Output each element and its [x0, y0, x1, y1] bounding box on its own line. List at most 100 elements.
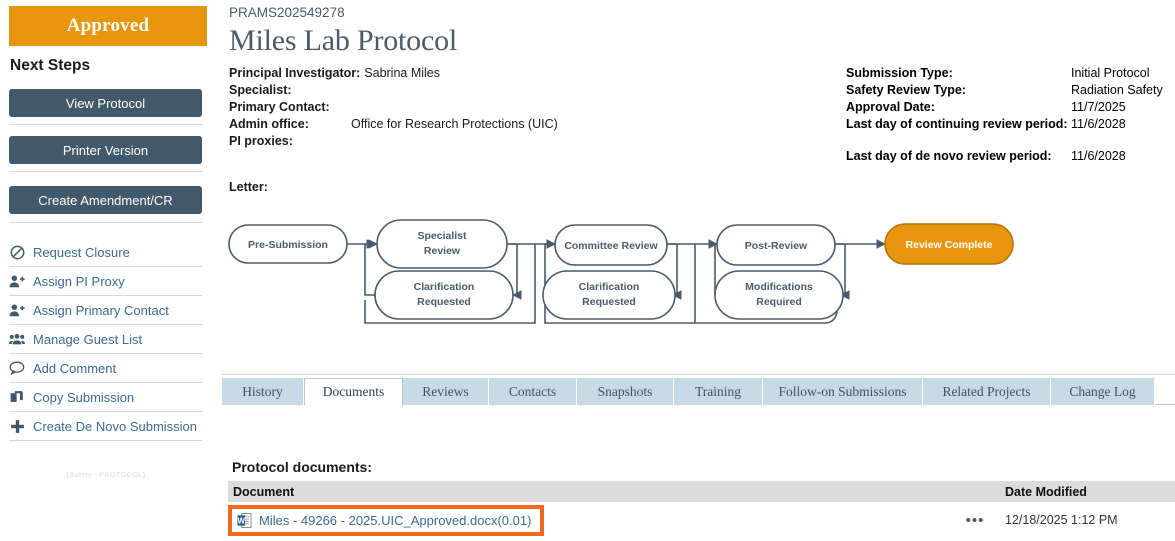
workflow-node-label: Specialist — [417, 230, 467, 242]
workflow-node-label: Clarification — [414, 281, 475, 293]
tab-follow-on-submissions[interactable]: Follow-on Submissions — [763, 378, 923, 405]
divider — [9, 124, 202, 125]
meta-left-block: Principal Investigator: Sabrina Miles Sp… — [229, 66, 558, 151]
tab-related-projects[interactable]: Related Projects — [923, 378, 1051, 405]
meta-row-admin-office: Admin office: Office for Research Protec… — [229, 117, 558, 134]
sidebar-action-manage-guest-list[interactable]: Manage Guest List — [9, 325, 202, 354]
workflow-node-pre-submission — [228, 224, 348, 264]
divider — [9, 222, 202, 223]
letter-label: Letter: — [229, 180, 268, 194]
sidebar-action-label: Request Closure — [33, 244, 130, 260]
meta-label: PI proxies: — [229, 134, 293, 148]
cell-date-modified: 12/18/2025 1:12 PM — [1005, 513, 1118, 527]
document-highlight-box: W Miles - 49266 - 2025.UIC_Approved.docx… — [228, 504, 545, 536]
next-steps-heading: Next Steps — [10, 57, 91, 74]
sidebar-action-assign-primary-contact[interactable]: Assign Primary Contact — [9, 296, 202, 325]
meta-label: Submission Type: — [846, 66, 953, 80]
tab-history[interactable]: History — [222, 378, 304, 405]
sidebar-action-label: Assign PI Proxy — [33, 273, 125, 289]
meta-value: Office for Research Protections (UIC) — [351, 117, 558, 131]
divider — [9, 171, 202, 172]
workflow-node-label: Modifications — [745, 281, 813, 293]
user-add-icon — [9, 302, 25, 318]
sidebar-action-label: Create De Novo Submission — [33, 418, 198, 434]
meta-right-block: Submission Type: Initial Protocol Safety… — [846, 66, 1163, 166]
workflow-node-label: Review — [424, 245, 461, 257]
comment-bubble-icon — [9, 360, 25, 376]
column-header-date-modified: Date Modified — [1005, 484, 1087, 499]
meta-label: Principal Investigator: — [229, 66, 361, 80]
meta-value: Initial Protocol — [1071, 66, 1150, 80]
workflow-node-clarification-requested-1 — [374, 270, 514, 320]
meta-row-safety-review-type: Safety Review Type: Radiation Safety — [846, 83, 1163, 100]
submission-id: PRAMS202549278 — [229, 5, 345, 20]
sidebar-action-assign-pi-proxy[interactable]: Assign PI Proxy — [9, 267, 202, 296]
meta-row-submission-type: Submission Type: Initial Protocol — [846, 66, 1163, 83]
sidebar-action-request-closure[interactable]: Request Closure — [9, 238, 202, 267]
meta-label: Primary Contact: — [229, 100, 330, 114]
documents-heading: Protocol documents: — [232, 459, 373, 475]
workflow-node-review-complete — [884, 223, 1014, 265]
status-badge: Approved — [9, 6, 207, 46]
sidebar-action-create-de-novo-submission[interactable]: Create De Novo Submission — [9, 412, 202, 441]
meta-value: 11/6/2028 — [1071, 117, 1126, 131]
tab-documents[interactable]: Documents — [304, 378, 403, 405]
tab-training[interactable]: Training — [674, 378, 763, 405]
tabstrip-top-rule — [222, 374, 1175, 378]
tab-contacts[interactable]: Contacts — [489, 378, 577, 405]
sidebar-action-label: Copy Submission — [33, 389, 135, 405]
workflow-node-post-review — [716, 224, 836, 266]
workflow-node-label: Requested — [582, 296, 636, 308]
table-header-row: Document Date Modified — [228, 481, 1175, 502]
page-title: Miles Lab Protocol — [229, 24, 458, 57]
workflow-node-committee-review — [554, 224, 668, 266]
document-link[interactable]: Miles - 49266 - 2025.UIC_Approved.docx(0… — [259, 512, 532, 528]
word-document-icon: W — [237, 512, 252, 529]
sidebar-action-label: Add Comment — [33, 360, 117, 376]
meta-value: 11/6/2028 — [1071, 149, 1126, 163]
workflow-node-specialist-review — [376, 219, 508, 269]
meta-row-specialist: Specialist: — [229, 83, 558, 100]
column-header-document: Document — [233, 484, 295, 499]
create-amendment-cr-button[interactable]: Create Amendment/CR — [9, 186, 202, 214]
meta-label: Last day of de novo review period: — [846, 149, 1052, 163]
tab-snapshots[interactable]: Snapshots — [577, 378, 674, 405]
meta-value: Radiation Safety — [1071, 83, 1163, 97]
sidebar-action-add-comment[interactable]: Add Comment — [9, 354, 202, 383]
tab-change-log[interactable]: Change Log — [1051, 378, 1155, 405]
meta-value: 11/7/2025 — [1071, 100, 1126, 114]
workflow-node-label: Required — [756, 296, 802, 308]
workflow-node-label: Clarification — [579, 281, 640, 293]
sidebar-action-label: Manage Guest List — [33, 331, 143, 347]
meta-label: Safety Review Type: — [846, 83, 966, 97]
meta-label: Approval Date: — [846, 100, 935, 114]
plus-icon — [9, 418, 25, 434]
meta-row-de-novo-review-period: Last day of de novo review period: 11/6/… — [846, 149, 1163, 166]
cell-document: W Miles - 49266 - 2025.UIC_Approved.docx… — [228, 504, 945, 536]
left-sidebar: Approved Next Steps View Protocol Printe… — [0, 0, 212, 541]
tab-reviews[interactable]: Reviews — [403, 378, 489, 405]
workflow-node-label: Post-Review — [745, 240, 808, 252]
meta-label: Last day of continuing review period: — [846, 117, 1068, 131]
no-entry-icon — [9, 244, 25, 260]
view-protocol-button[interactable]: View Protocol — [9, 89, 202, 117]
svg-text:W: W — [237, 516, 245, 525]
meta-row-pi-proxies: PI proxies: — [229, 134, 558, 151]
copy-icon — [9, 389, 25, 405]
meta-row-primary-contact: Primary Contact: — [229, 100, 558, 117]
meta-label: Specialist: — [229, 83, 292, 97]
tabstrip: History Documents Reviews Contacts Snaps… — [222, 378, 1175, 405]
workflow-node-label: Pre-Submission — [248, 239, 328, 251]
printer-version-button[interactable]: Printer Version — [9, 136, 202, 164]
sidebar-action-copy-submission[interactable]: Copy Submission — [9, 383, 202, 412]
table-row: W Miles - 49266 - 2025.UIC_Approved.docx… — [228, 502, 1175, 538]
meta-value: Sabrina Miles — [364, 66, 441, 80]
user-add-icon — [9, 273, 25, 289]
row-actions-menu-icon[interactable]: ••• — [965, 511, 985, 529]
meta-label: Admin office: — [229, 117, 309, 131]
workflow-node-label: Committee Review — [564, 240, 658, 252]
workflow-diagram: Pre-Submission Specialist Review Clarifi… — [225, 205, 1015, 345]
meta-row-continuing-review-period: Last day of continuing review period: 11… — [846, 117, 1163, 134]
meta-row-principal-investigator: Principal Investigator: Sabrina Miles — [229, 66, 558, 83]
users-group-icon — [9, 331, 25, 347]
